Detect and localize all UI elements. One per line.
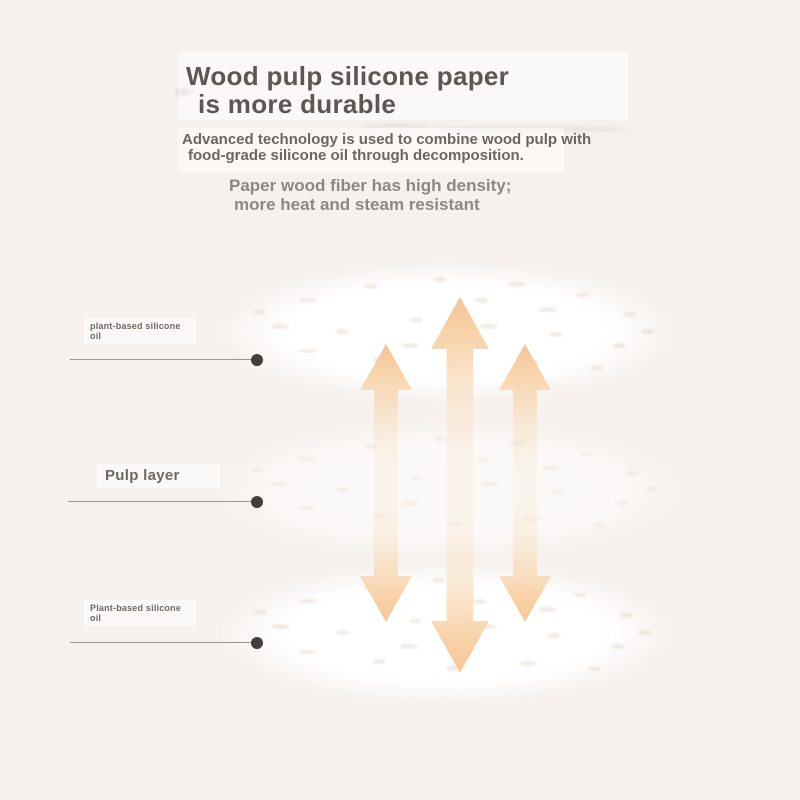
callout-dot-top — [251, 354, 263, 366]
title-background-panel — [178, 52, 628, 120]
subtitle-line1: Advanced technology is used to combine w… — [182, 131, 592, 148]
callout-label-top-line2: oil — [90, 331, 102, 341]
callout-line-bottom — [70, 642, 257, 643]
title-line2: is more durable — [198, 89, 397, 119]
title-line1: Wood pulp silicone paper — [186, 61, 510, 91]
page-title: Wood pulp silicone paper is more durable — [186, 62, 509, 118]
subtitle-line2: food-grade silicone oil through decompos… — [188, 147, 524, 164]
callout-label-middle: Pulp layer — [97, 464, 220, 488]
callout-label-bottom-line1: Plant-based silicone — [90, 603, 182, 613]
callout-line-middle — [68, 501, 257, 502]
callout-label-top-line1: plant-based silicone — [90, 321, 181, 331]
subtitle: Advanced technology is used to combine w… — [182, 132, 591, 164]
tagline-line1: Paper wood fiber has high density; — [229, 176, 512, 195]
callout-label-top: plant-based silicone oil — [84, 318, 196, 344]
callout-line-top — [70, 359, 257, 360]
tagline: Paper wood fiber has high density; more … — [229, 176, 511, 214]
callout-label-bottom-line2: oil — [90, 613, 102, 623]
callout-dot-middle — [251, 496, 263, 508]
subtitle-background-panel — [178, 128, 564, 172]
tagline-line2: more heat and steam resistant — [234, 195, 480, 214]
callout-label-bottom: Plant-based silicone oil — [84, 600, 196, 626]
callout-dot-bottom — [251, 637, 263, 649]
